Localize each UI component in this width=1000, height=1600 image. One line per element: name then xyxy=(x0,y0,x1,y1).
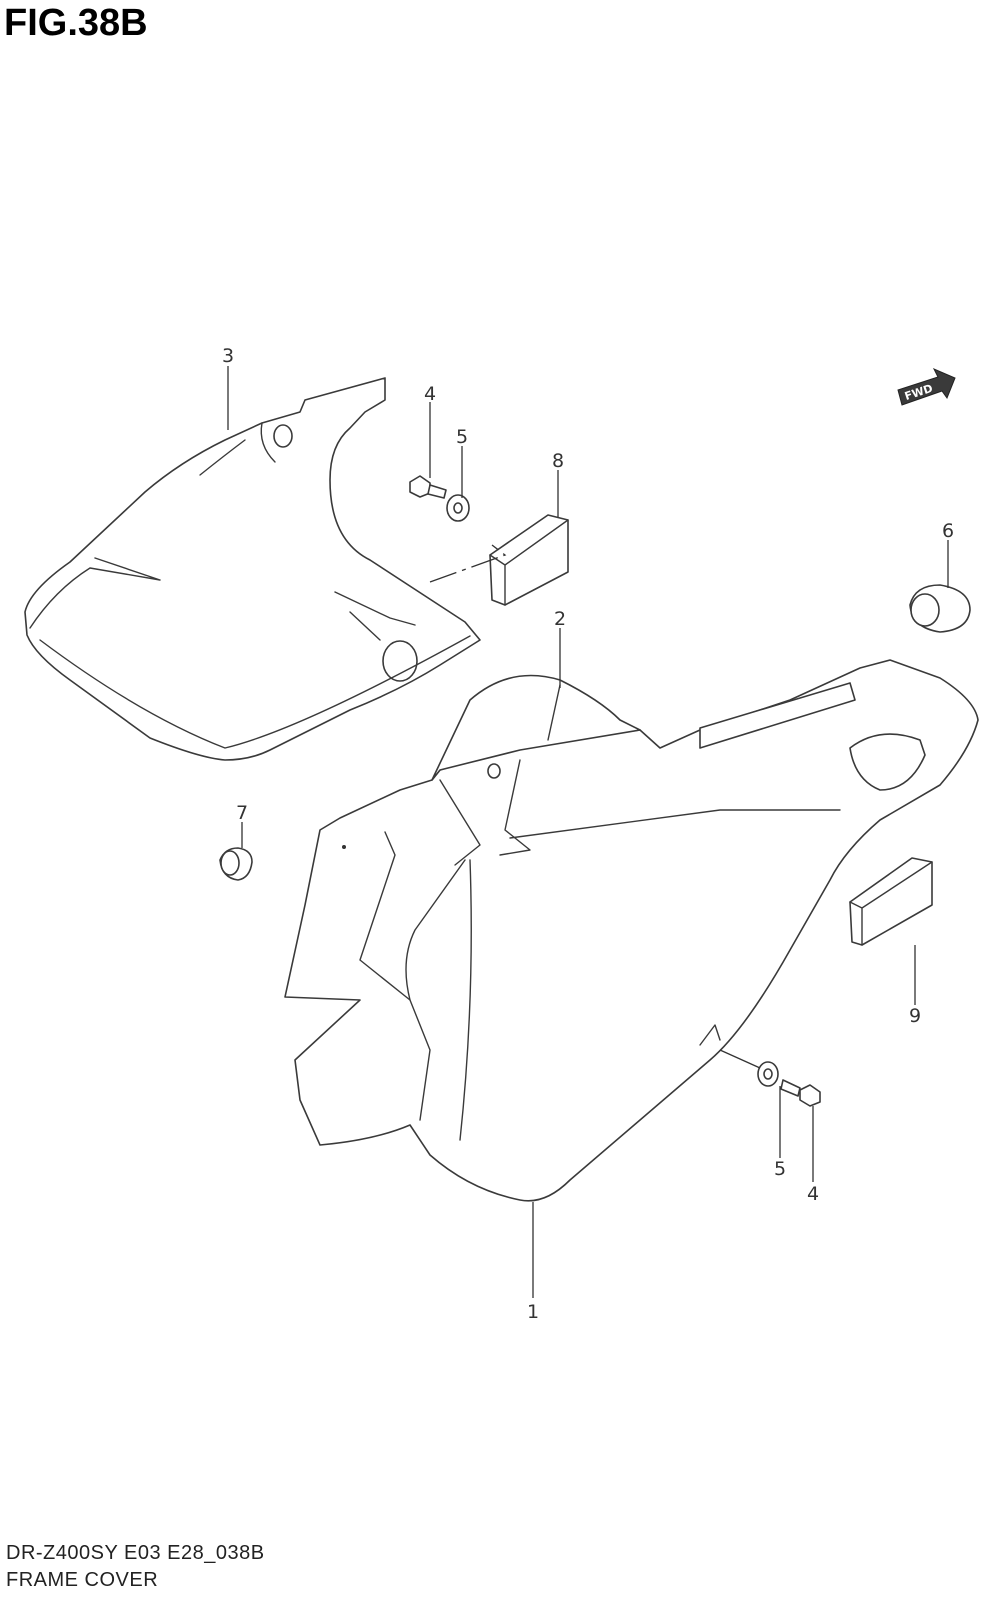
part-7-cushion-left xyxy=(219,847,253,881)
callout-8: 8 xyxy=(552,450,564,472)
part-5-washer-bottom xyxy=(757,1061,779,1087)
part-1-frame-cover xyxy=(284,659,979,1202)
model-code: DR-Z400SY E03 E28_038B xyxy=(6,1542,265,1564)
fwd-label: FWD xyxy=(903,382,934,403)
part-4-bolt-bottom xyxy=(780,1079,821,1107)
part-9-pad-right xyxy=(849,857,933,946)
part-3-left-cover xyxy=(24,377,481,761)
part-5-washer-top xyxy=(446,494,470,522)
callout-3: 3 xyxy=(222,345,234,367)
forward-arrow-icon: FWD xyxy=(897,368,956,406)
callout-9: 9 xyxy=(909,1005,921,1027)
callout-7: 7 xyxy=(236,802,248,824)
callout-2: 2 xyxy=(554,608,566,630)
callout-1: 1 xyxy=(527,1301,539,1323)
part-6-cushion-right xyxy=(909,584,971,633)
leader-lines xyxy=(227,366,949,1298)
callout-4-bottom: 4 xyxy=(807,1183,819,1205)
callout-5-bottom: 5 xyxy=(774,1158,786,1180)
part-8-pad-top xyxy=(489,514,569,606)
figure-name: FRAME COVER xyxy=(6,1569,159,1591)
callout-5-top: 5 xyxy=(456,426,468,448)
part-4-bolt-top xyxy=(409,475,447,499)
callout-4-top: 4 xyxy=(424,383,436,405)
callout-6: 6 xyxy=(942,520,954,542)
figure-title: FIG.38B xyxy=(4,2,148,44)
